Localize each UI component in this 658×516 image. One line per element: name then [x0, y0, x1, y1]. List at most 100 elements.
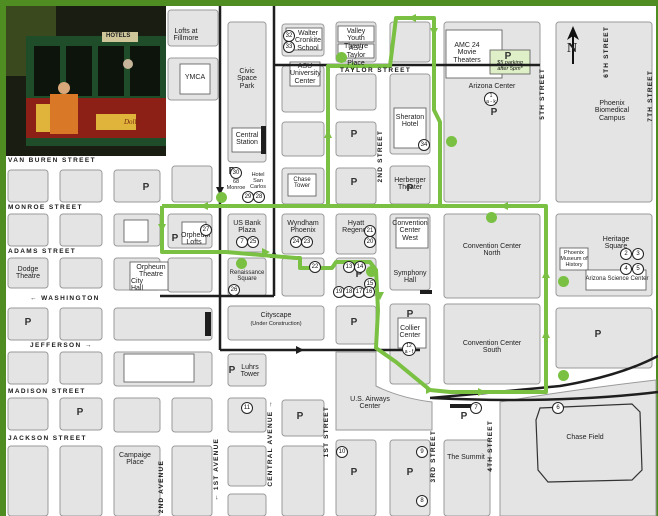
parking-icon: P — [350, 129, 358, 140]
label-arizona-center: Arizona Center — [468, 83, 516, 90]
parking-icon: P — [296, 411, 304, 422]
stop-11[interactable]: 11 — [241, 402, 253, 414]
label-convention-north: Convention Center North — [462, 243, 522, 258]
street-monroe: MONROE STREET — [8, 204, 83, 211]
stop-10[interactable]: 10 — [336, 446, 348, 458]
street-central-avenue: CENTRAL AVENUE → — [267, 400, 274, 487]
stop-25[interactable]: 25 — [247, 236, 259, 248]
label-phoenix-biomed: Phoenix Biomedical Campus — [594, 100, 630, 122]
label-orpheum-lofts: Orpheum Lofts — [181, 232, 211, 247]
trolley-stop[interactable] — [558, 276, 569, 287]
parking-icon: P — [355, 269, 363, 280]
label-city-hall: City Hall — [130, 278, 144, 293]
label-asu-center: ASU University Center — [290, 63, 321, 85]
parking-icon: P — [406, 309, 414, 320]
parking-icon: P — [490, 107, 498, 118]
stop-27[interactable]: 27 — [200, 224, 212, 236]
street-madison: MADISON STREET — [8, 388, 86, 395]
stop-6[interactable]: 6 — [552, 402, 564, 414]
street-3rd-street: 3RD STREET — [430, 430, 437, 483]
north-label: N — [567, 41, 578, 56]
label-summit: The Summit — [447, 454, 485, 461]
label-us-airways: U.S. Airways Center — [350, 396, 390, 411]
stop-34[interactable]: 34 — [418, 139, 430, 151]
label-central-station: Central Station — [235, 132, 259, 147]
stop-23[interactable]: 23 — [301, 236, 313, 248]
label-arizona-science: Arizona Science Center — [585, 276, 649, 282]
street-jefferson: JEFFERSON → — [30, 342, 93, 349]
stop-4[interactable]: 4 — [620, 263, 632, 275]
stop-22[interactable]: 22 — [309, 261, 321, 273]
trolley-stop[interactable] — [336, 52, 347, 63]
label-dodge-theatre: Dodge Theatre — [15, 266, 41, 281]
label-ymca: YMCA — [184, 74, 206, 81]
label-valley-youth: Valley Youth Theatre — [343, 28, 369, 50]
stop-8[interactable]: 8 — [416, 495, 428, 507]
stop-20[interactable]: 20 — [364, 236, 376, 248]
stop-26[interactable]: 26 — [228, 284, 240, 296]
stop-28[interactable]: 28 — [253, 191, 265, 203]
label-herberger: Herberger Theater — [394, 177, 426, 192]
label-chase-field: Chase Field — [566, 434, 604, 441]
trolley-stop[interactable] — [446, 136, 457, 147]
stop-16[interactable]: 16 — [363, 286, 375, 298]
street-2nd-street: 2ND STREET — [377, 130, 384, 183]
trolley-stop[interactable] — [558, 370, 569, 381]
parking-icon: P — [350, 317, 358, 328]
street-5th-street: 5TH STREET — [539, 68, 546, 120]
label-sheraton: Sheraton Hotel — [395, 114, 425, 129]
stop-18[interactable]: 18 — [343, 286, 355, 298]
trolley-photo: HOTELS Dolly — [6, 6, 166, 156]
trolley-sign: HOTELS — [106, 33, 131, 39]
label-phoenix-museum: Phoenix Museum of History — [560, 250, 588, 268]
stop-7[interactable]: 7 — [236, 236, 248, 248]
parking-icon: P — [406, 467, 414, 478]
parking-icon: P — [350, 467, 358, 478]
stop-2[interactable]: 2 — [620, 248, 632, 260]
street-6th-street: 6TH STREET — [603, 26, 610, 78]
label-campaige: Campaige Place — [119, 452, 151, 467]
parking-icon: P — [350, 177, 358, 188]
stop-14[interactable]: 14 — [354, 261, 366, 273]
street-jackson: JACKSON STREET — [8, 435, 87, 442]
parking-icon: P — [171, 233, 179, 244]
label-wyndham: Wyndham Phoenix — [287, 220, 319, 235]
street-taylor: TAYLOR STREET — [340, 67, 412, 74]
trolley-stop[interactable] — [486, 212, 497, 223]
street-washington: ← WASHINGTON — [30, 295, 100, 302]
trolley-stop[interactable] — [236, 258, 247, 269]
label-parking-offer: $5 parking after 5pm* — [497, 60, 523, 72]
label-convention-south: Convention Center South — [462, 340, 522, 355]
stop-3[interactable]: 3 — [632, 248, 644, 260]
parking-icon: P — [594, 329, 602, 340]
street-van-buren: VAN BUREN STREET — [8, 157, 97, 164]
stop-33[interactable]: 33 — [283, 41, 295, 53]
parking-icon: P — [228, 365, 236, 376]
label-asu-taylor: ASU Taylor Place — [346, 45, 366, 67]
label-hotel-san-carlos: Hotel San Carlos — [250, 172, 266, 190]
street-1st-avenue: ← 1ST AVENUE — [213, 438, 220, 501]
parking-icon: P — [504, 51, 512, 62]
stop-30[interactable]: 30 — [230, 167, 242, 179]
stop-9[interactable]: 9 — [416, 446, 428, 458]
stop-7b[interactable]: 7 — [470, 402, 482, 414]
trolley-stop[interactable] — [216, 192, 227, 203]
parking-icon: P — [142, 182, 150, 193]
label-hyatt: Hyatt Regency — [342, 220, 370, 235]
trolley-stop[interactable] — [366, 266, 377, 277]
label-luhrs: Luhrs Tower — [240, 364, 260, 379]
label-us-bank-plaza: US Bank Plaza — [233, 220, 261, 235]
city-blocks — [7, 9, 653, 516]
label-cityscape: Cityscape — [260, 312, 292, 319]
label-amc24: AMC 24 Movie Theaters — [453, 42, 481, 64]
label-monroe-hotel: 68 Monroe — [226, 179, 246, 191]
stop-5[interactable]: 5 — [632, 263, 644, 275]
parking-icon: P — [24, 317, 32, 328]
route-arrows — [158, 14, 550, 396]
stop-19[interactable]: 19 — [333, 286, 345, 298]
label-orpheum-theatre: Orpheum Theatre — [136, 264, 166, 279]
